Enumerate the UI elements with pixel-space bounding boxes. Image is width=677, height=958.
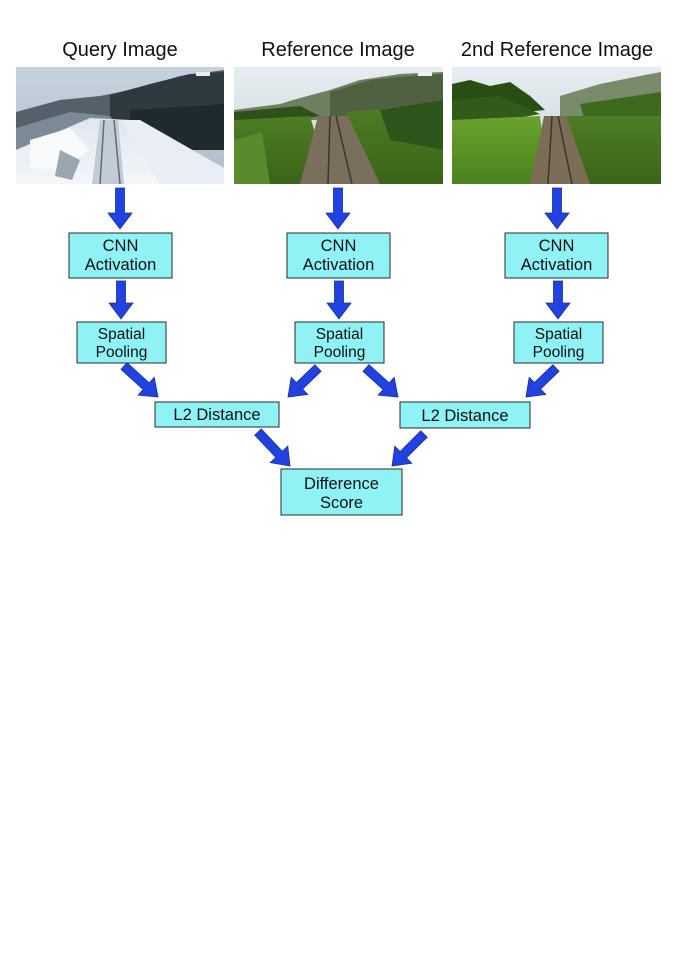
arrow-query-pooling-to-l2-left (120, 362, 159, 398)
query-image-photo (16, 67, 224, 185)
arrow-reference-image-to-cnn (325, 187, 351, 230)
cnn-label-line1: CNN (103, 237, 139, 255)
l2-distance-box-right: L2 Distance (399, 401, 531, 429)
spatial-pooling-box-second-reference: Spatial Pooling (513, 321, 604, 364)
arrow-l2-right-to-score (391, 430, 428, 467)
arrows-group (107, 187, 571, 467)
difference-score-line1: Difference (304, 475, 379, 493)
cnn-label-line2: Activation (303, 256, 375, 274)
arrow-query-image-to-cnn (107, 187, 133, 230)
arrow-second-cnn-to-pooling (545, 280, 571, 320)
arrow-l2-left-to-score (254, 428, 291, 467)
second-reference-image-photo (452, 67, 661, 185)
second-reference-image-heading: 2nd Reference Image (461, 39, 653, 61)
pooling-label-line1: Spatial (316, 326, 363, 343)
pooling-label-line2: Pooling (314, 344, 366, 361)
arrow-query-cnn-to-pooling (108, 280, 134, 320)
cnn-label-line2: Activation (85, 256, 157, 274)
pooling-label-line1: Spatial (535, 326, 582, 343)
arrow-second-image-to-cnn (544, 187, 570, 230)
cnn-activation-box-query: CNN Activation (68, 232, 173, 279)
cnn-label-line1: CNN (539, 237, 575, 255)
difference-score-box: Difference Score (280, 468, 403, 516)
query-image-heading: Query Image (62, 39, 178, 61)
pooling-label-line1: Spatial (98, 326, 145, 343)
arrow-reference-pooling-to-l2-left (287, 364, 322, 398)
l2-distance-label: L2 Distance (421, 407, 508, 425)
cnn-activation-box-reference: CNN Activation (286, 232, 391, 279)
cnn-label-line1: CNN (321, 237, 357, 255)
pooling-label-line2: Pooling (96, 344, 148, 361)
reference-image-photo (234, 67, 443, 185)
spatial-pooling-box-query: Spatial Pooling (76, 321, 167, 364)
reference-image-heading: Reference Image (261, 39, 414, 61)
difference-score-line2: Score (320, 494, 363, 512)
arrow-reference-pooling-to-l2-right (362, 364, 399, 398)
arrow-second-pooling-to-l2-right (525, 364, 560, 398)
l2-distance-box-left: L2 Distance (154, 401, 280, 428)
arrow-reference-cnn-to-pooling (326, 280, 352, 320)
cnn-activation-box-second-reference: CNN Activation (504, 232, 609, 279)
spatial-pooling-box-reference: Spatial Pooling (294, 321, 385, 364)
pooling-label-line2: Pooling (533, 344, 585, 361)
cnn-label-line2: Activation (521, 256, 593, 274)
l2-distance-label: L2 Distance (173, 406, 260, 424)
